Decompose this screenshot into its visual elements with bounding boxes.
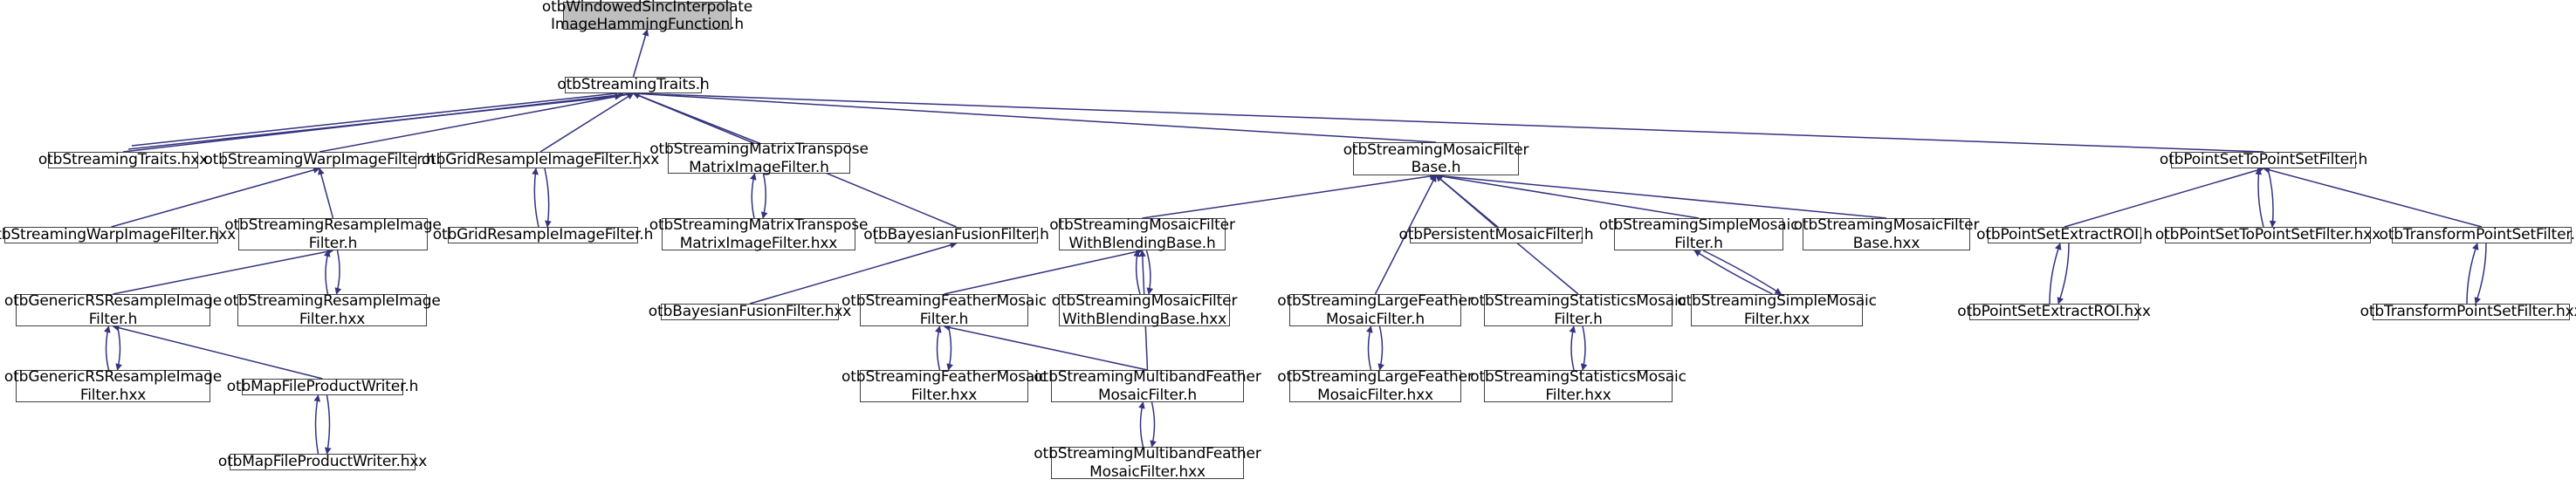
graph-node[interactable]: otbStreamingMultibandFeather MosaicFilte… [1034,368,1261,404]
graph-node[interactable]: otbStreamingMosaicFilter Base.h [1343,140,1529,176]
graph-edge [122,90,635,153]
graph-edge [1150,401,1157,448]
graph-edge [2466,243,2479,305]
graph-edge [313,394,321,455]
graph-edge [318,168,334,219]
graph-edge [944,248,1144,295]
graph-node[interactable]: otbStreamingLargeFeather MosaicFilter.h [1277,292,1473,328]
graph-node[interactable]: otbStreamingWarpImageFilter.h [203,151,436,169]
graph-node-root[interactable]: otbWindowedSincInterpolate ImageHammingF… [541,0,753,33]
graph-node[interactable]: otbBayesianFusionFilter.h [863,226,1049,244]
graph-node[interactable]: otbGridResampleImageFilter.hxx [421,151,660,169]
graph-edge [1435,172,1887,219]
graph-node[interactable]: otbMapFileProductWriter.hxx [217,453,428,471]
graph-edge [2057,243,2070,305]
graph-edge [544,168,552,228]
graph-edge [760,173,768,219]
graph-node[interactable]: otbStreamingMultibandFeather MosaicFilte… [1034,445,1261,481]
graph-node[interactable]: otbGridResampleImageFilter.h [432,226,654,244]
graph-node[interactable]: otbGenericRSResampleImage Filter.h [3,292,223,328]
graph-edge [113,248,334,295]
graph-edge [1138,401,1145,448]
graph-edge [632,90,1437,143]
graph-edge [632,29,649,78]
graph-node[interactable]: otbStreamingResampleImage Filter.hxx [223,292,441,328]
graph-node[interactable]: otbBayesianFusionFilter.hxx [648,303,852,321]
graph-edge [1366,325,1373,371]
graph-edge [2474,243,2487,305]
graph-node[interactable]: otbStreamingStatisticsMosaic Filter.hxx [1470,368,1686,404]
graph-edge [946,325,953,371]
graph-node[interactable]: otbMapFileProductWriter.h [226,378,419,396]
graph-node[interactable]: otbStreamingMatrixTranspose MatrixImageF… [649,140,869,176]
graph-node[interactable]: otbStreamingSimpleMosaic Filter.hxx [1677,292,1877,328]
graph-edge [1435,175,1497,228]
graph-edge [323,250,331,295]
graph-node[interactable]: otbStreamingMosaicFilter Base.hxx [1793,216,1980,252]
graph-edge [1145,250,1154,295]
graph-edge [539,92,635,153]
graph-edge [1133,250,1141,295]
graph-node[interactable]: otbStreamingStatisticsMosaic Filter.h [1470,292,1686,328]
graph-node[interactable]: otbStreamingFeatherMosaic Filter.hxx [841,368,1047,404]
graph-node[interactable]: otbTransformPointSetFilter.hxx [2360,303,2576,321]
graph-edge [532,168,539,228]
graph-edge [1142,173,1437,219]
graph-node[interactable]: otbStreamingFeatherMosaic Filter.h [841,292,1047,328]
graph-edge [2255,168,2264,228]
graph-node[interactable]: otbPointSetExtractROI.h [1976,226,2153,244]
graph-edge [104,325,111,371]
graph-node[interactable]: otbStreamingLargeFeather MosaicFilter.hx… [1277,368,1473,404]
graph-node[interactable]: otbStreamingResampleImage Filter.h [224,216,442,252]
graph-node[interactable]: otbPersistentMosaicFilter.h [1398,226,1594,244]
graph-edge [1435,173,1700,219]
graph-edge [1702,250,1783,295]
graph-node[interactable]: otbTransformPointSetFilter.h [2379,226,2576,244]
graph-node[interactable]: otbStreamingSimpleMosaic Filter.h [1598,216,1799,252]
graph-edge [935,325,942,371]
graph-edge [319,91,635,153]
graph-edge [1377,325,1384,371]
graph-edge [2064,167,2264,228]
graph-edge [324,394,332,455]
graph-edge [1569,325,1577,371]
graph-edge [943,324,1148,371]
graph-node[interactable]: otbStreamingWarpImageFilter.hxx [0,226,237,244]
graph-node[interactable]: otbPointSetExtractROI.hxx [1957,303,2151,321]
graph-node[interactable]: otbStreamingMosaicFilter WithBlendingBas… [1051,292,1238,328]
graph-node[interactable]: otbStreamingTraits.h [557,76,710,94]
graph-edge [2263,167,2483,228]
graph-node[interactable]: otbStreamingMosaicFilter WithBlendingBas… [1049,216,1235,252]
graph-edge [1693,250,1773,295]
graph-edge [2267,168,2277,228]
graph-node[interactable]: otbStreamingMatrixTranspose MatrixImageF… [649,216,869,252]
graph-edge [1580,325,1588,371]
graph-edge [750,173,757,219]
graph-edge [115,325,122,371]
graph-node[interactable]: otbGenericRSResampleImage Filter.hxx [3,368,223,404]
graph-node[interactable]: otbPointSetToPointSetFilter.h [2159,151,2368,169]
graph-edge [2049,243,2062,305]
graph-edge [334,250,342,295]
graph-edge [127,92,622,150]
graph-edge [632,92,759,144]
graph-node[interactable]: otbStreamingTraits.hxx [38,151,209,169]
graph-node[interactable]: otbPointSetToPointSetFilter.hxx [2154,226,2381,244]
graph-edge [131,89,626,147]
